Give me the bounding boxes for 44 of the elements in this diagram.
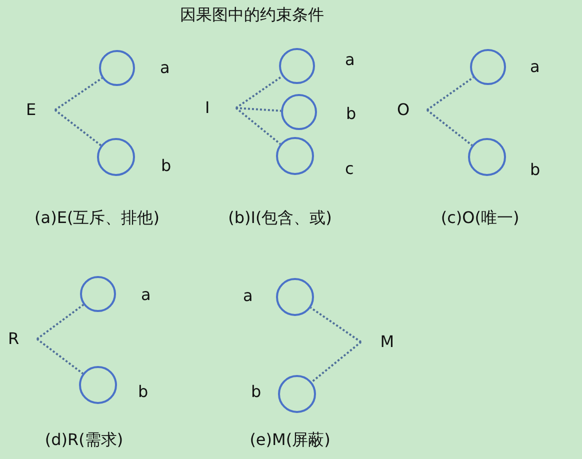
cause-circle (99, 50, 135, 86)
cause-circle (80, 276, 116, 312)
cause-circle (79, 366, 117, 404)
constraint-letter: O (397, 100, 427, 120)
figure-caption: (c)O(唯一) (440, 208, 520, 228)
cause-circle (470, 49, 506, 85)
cause-circle (97, 138, 135, 176)
cause-circle (468, 138, 506, 176)
figure-caption: (e)M(屏蔽) (250, 430, 330, 450)
dotted-line (36, 304, 84, 340)
figure-caption: (d)R(需求) (44, 430, 124, 450)
cause-label: a (160, 58, 170, 78)
cause-label: a (141, 285, 151, 305)
constraint-letter: R (8, 329, 37, 349)
dotted-line (310, 306, 362, 343)
dotted-line (36, 338, 84, 374)
cause-label: b (251, 382, 262, 402)
cause-label: a (243, 286, 253, 306)
cause-label: b (161, 156, 172, 176)
cause-label: a (345, 50, 355, 70)
constraint-letter: E (26, 100, 55, 120)
title: 因果图中的约束条件 (180, 5, 324, 25)
cause-label: b (530, 160, 540, 180)
cause-label: a (530, 57, 540, 77)
constraint-letter: M (361, 332, 394, 352)
dotted-line (426, 76, 474, 111)
dotted-line (54, 77, 103, 111)
dotted-line (236, 107, 282, 112)
dotted-line (235, 75, 283, 109)
dotted-line (235, 107, 281, 145)
cause-circle (281, 94, 317, 130)
figure-caption: (b)I(包含、或) (228, 208, 332, 228)
dotted-line (426, 109, 473, 146)
cause-circle (279, 48, 315, 84)
cause-label: b (138, 382, 148, 402)
dotted-line (311, 341, 362, 383)
cause-label: b (346, 104, 356, 124)
figure-caption: (a)E(互斥、排他) (34, 208, 160, 228)
cause-circle (276, 278, 314, 316)
dotted-line (54, 109, 102, 146)
constraint-letter: I (205, 98, 236, 118)
cause-circle (278, 375, 316, 413)
cause-label: c (345, 159, 354, 179)
cause-circle (276, 137, 314, 175)
